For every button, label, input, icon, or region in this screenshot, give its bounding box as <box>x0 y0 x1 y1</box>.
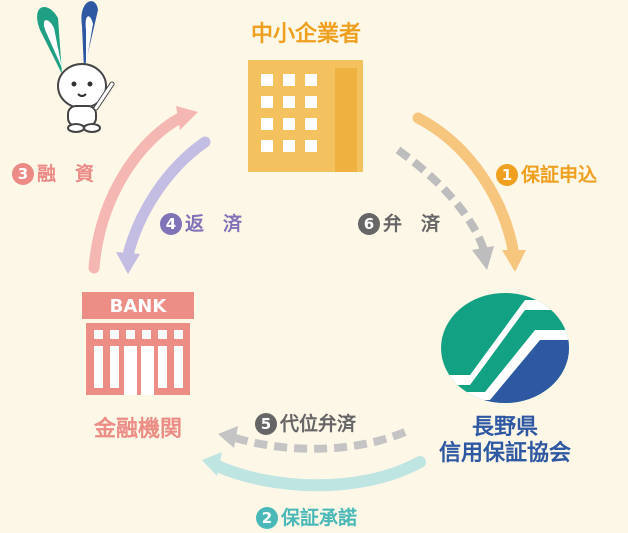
flow-2-number: 2 <box>256 507 278 529</box>
bank-building-icon: BANK <box>82 292 194 395</box>
flow-6-number: 6 <box>358 213 380 235</box>
association-label-line2: 信用保証協会 <box>438 441 571 466</box>
flow-5-number: 5 <box>255 413 277 435</box>
arrow-3-financing <box>88 106 198 274</box>
bank-label: 金融機関 <box>93 417 182 442</box>
flow-4-text: 返 済 <box>185 213 243 235</box>
arrow-4-repayment-to-bank <box>116 136 211 274</box>
bank-sign-text: BANK <box>110 296 168 317</box>
arrow-2-guarantee-approval <box>202 452 426 492</box>
flow-1-number: 1 <box>496 164 518 186</box>
association-logo-icon <box>441 293 569 403</box>
rabbit-mascot-icon <box>37 1 115 133</box>
flow-3-text: 融 資 <box>37 163 95 185</box>
flow-4-number: 4 <box>160 213 182 235</box>
flow-5-text: 代位弁済 <box>280 413 357 435</box>
sme-label: 中小企業者 <box>250 22 361 47</box>
sme-building-icon <box>248 60 363 172</box>
flow-2-text: 保証承諾 <box>281 507 358 529</box>
flow-3-number: 3 <box>12 163 34 185</box>
association-label-line1: 長野県 <box>471 415 538 440</box>
flow-1-text: 保証申込 <box>521 164 598 186</box>
arrow-5-subrogation <box>218 426 407 453</box>
arrow-6-repayment-to-association <box>395 146 494 270</box>
arrow-1-application <box>412 112 526 272</box>
flow-6-text: 弁 済 <box>383 213 441 235</box>
